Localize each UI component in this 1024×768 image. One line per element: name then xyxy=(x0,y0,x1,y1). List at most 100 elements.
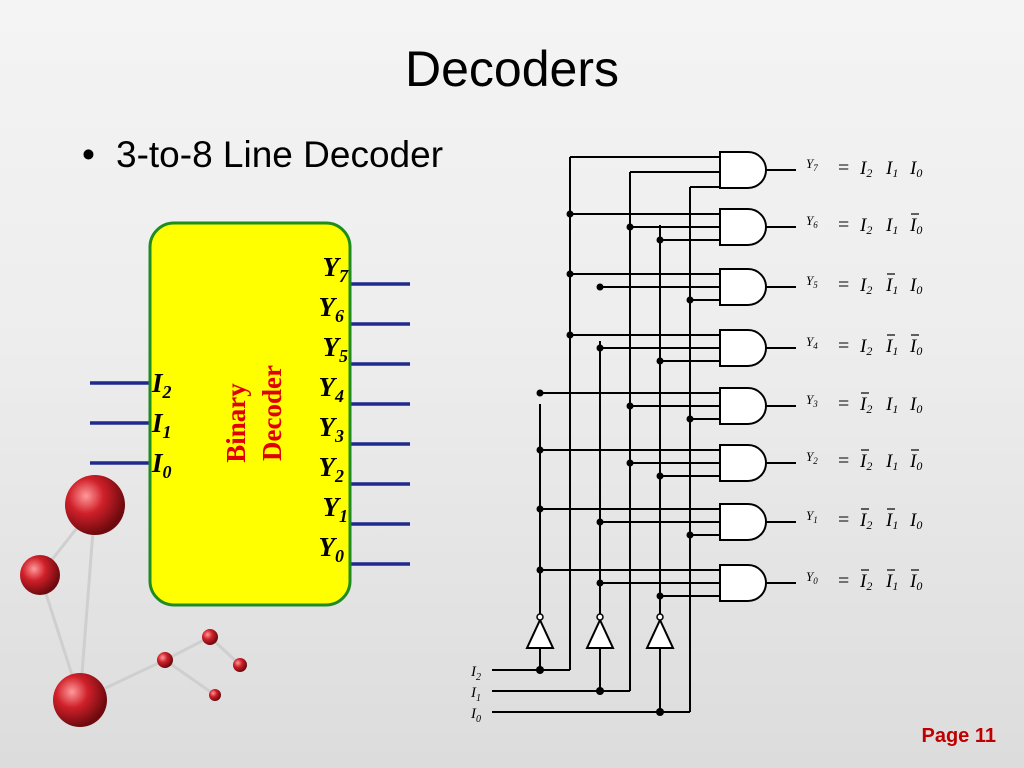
circuit-input-label: I2 xyxy=(470,664,481,683)
equation-term: I1 xyxy=(885,336,898,358)
block-output-label: Y5 xyxy=(323,332,349,366)
junction-dot xyxy=(656,236,664,244)
bullet-item: •3-to-8 Line Decoder xyxy=(82,134,443,176)
block-input-label: I0 xyxy=(151,448,172,482)
equation-equals: = xyxy=(838,509,849,531)
junction-dot xyxy=(566,270,574,278)
junction-dot xyxy=(596,518,604,526)
equation-output: Y1 xyxy=(806,508,818,525)
junction-dot xyxy=(686,296,694,304)
circuit-input-labels: I2 I1 I0 xyxy=(470,664,481,725)
equation-equals: = xyxy=(838,214,849,236)
inverter-gate xyxy=(585,617,615,649)
equation-term: I0 xyxy=(909,451,922,473)
junction-dot xyxy=(536,389,544,397)
and-gate xyxy=(719,444,767,482)
page-number: Page 11 xyxy=(921,725,996,747)
bullet-text: 3-to-8 Line Decoder xyxy=(116,134,444,175)
equation-term: I1 xyxy=(885,394,898,416)
equation-equals: = xyxy=(838,450,849,472)
inverter-gate xyxy=(645,617,675,649)
equation-equals: = xyxy=(838,274,849,296)
junction-dot xyxy=(626,459,634,467)
equation-term: I2 xyxy=(859,394,872,416)
equation-term: I0 xyxy=(909,336,922,358)
equation-output: Y3 xyxy=(806,392,818,409)
inverter-gate xyxy=(525,617,555,649)
and-gate xyxy=(719,387,767,425)
junction-dot xyxy=(596,283,604,291)
block-name-line1: Binary xyxy=(221,383,251,463)
block-output-label: Y3 xyxy=(319,412,345,446)
equation-term: I2 xyxy=(859,336,872,358)
circuit-input-label: I1 xyxy=(470,685,481,704)
equation-term: I1 xyxy=(885,275,898,297)
block-output-label: Y7 xyxy=(323,252,350,286)
block-output-label: Y0 xyxy=(319,532,345,566)
junction-dot xyxy=(626,402,634,410)
equation-output: Y4 xyxy=(806,334,818,351)
junction-dots xyxy=(536,210,694,716)
block-input-labels: I2 I1 I0 xyxy=(151,368,172,482)
sphere xyxy=(233,658,247,672)
and-gate xyxy=(719,268,767,306)
equation-term: I1 xyxy=(885,571,898,593)
block-output-label: Y2 xyxy=(319,452,345,486)
equation-term: I2 xyxy=(859,510,872,532)
equation-term: I2 xyxy=(859,275,872,297)
block-input-label: I1 xyxy=(151,408,172,442)
equation-term: I2 xyxy=(859,571,872,593)
sphere xyxy=(209,689,221,701)
junction-dot xyxy=(596,687,604,695)
and-gate xyxy=(719,151,767,189)
circuit-input-label: I0 xyxy=(470,706,481,725)
junction-dot xyxy=(656,592,664,600)
junction-dot xyxy=(566,210,574,218)
input-pins xyxy=(90,381,150,465)
equation-term: I2 xyxy=(859,215,872,237)
block-output-label: Y6 xyxy=(319,292,345,326)
junction-dot xyxy=(536,566,544,574)
junction-dot xyxy=(536,666,544,674)
equation-term: I1 xyxy=(885,510,898,532)
and-gate xyxy=(719,564,767,602)
equation-output: Y5 xyxy=(806,273,818,290)
equation-equals: = xyxy=(838,157,849,179)
sphere xyxy=(20,555,60,595)
equation-term: I0 xyxy=(909,275,922,297)
block-name-line2: Decoder xyxy=(257,365,287,461)
block-name: Binary Decoder xyxy=(221,365,287,463)
block-input-label: I2 xyxy=(151,368,172,402)
sphere xyxy=(157,652,173,668)
junction-dot xyxy=(536,446,544,454)
junction-dot xyxy=(566,331,574,339)
output-pins xyxy=(350,282,410,566)
equation-term: I1 xyxy=(885,215,898,237)
and-gate xyxy=(719,208,767,246)
junction-dot xyxy=(656,357,664,365)
equation-output: Y2 xyxy=(806,449,818,466)
junction-dot xyxy=(686,531,694,539)
sphere xyxy=(202,629,218,645)
block-output-labels: Y7 Y6 Y5 Y4 Y3 Y2 Y1 Y0 xyxy=(319,252,350,566)
equation-term: I0 xyxy=(909,571,922,593)
equation-term: I1 xyxy=(885,451,898,473)
inverters xyxy=(525,613,675,649)
junction-dot xyxy=(626,223,634,231)
equation-output: Y0 xyxy=(806,569,818,586)
equation-term: I0 xyxy=(909,510,922,532)
equation-output: Y7 xyxy=(806,156,818,173)
equation-term: I2 xyxy=(859,158,872,180)
equation-output: Y6 xyxy=(806,213,818,230)
inverter-bubble xyxy=(656,613,664,621)
circuit-wires xyxy=(492,156,720,713)
slide-title: Decoders xyxy=(405,41,619,97)
equation-term: I2 xyxy=(859,451,872,473)
junction-dot xyxy=(656,472,664,480)
junction-dot xyxy=(656,708,664,716)
